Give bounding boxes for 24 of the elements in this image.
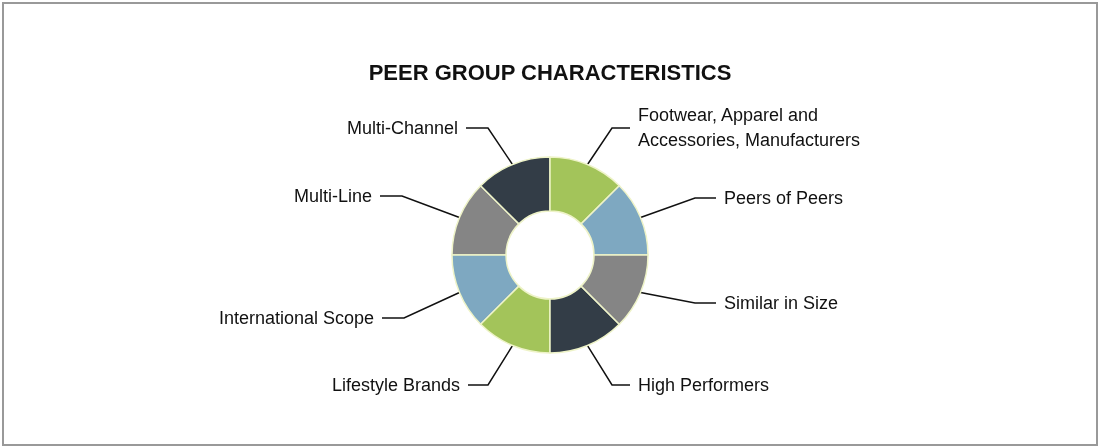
- characteristic-label: Multi-Line: [293, 184, 372, 209]
- donut-segment: [451, 184, 520, 256]
- characteristic-label: International Scope: [218, 306, 374, 331]
- leader-line: [639, 197, 717, 219]
- donut-segment: [479, 156, 551, 225]
- donut-segment: [479, 285, 551, 354]
- leader-line: [379, 195, 461, 219]
- leader-line: [586, 127, 631, 166]
- diagram-title: PEER GROUP CHARACTERISTICS: [367, 60, 733, 86]
- donut-segment: [451, 254, 520, 326]
- characteristic-label: Footwear, Apparel and Accessories, Manufacturers: [638, 103, 918, 153]
- characteristic-label: Lifestyle Brands: [331, 373, 460, 398]
- donut-segment: [580, 184, 649, 256]
- characteristic-label: Multi-Channel: [346, 116, 458, 141]
- leader-line: [586, 344, 631, 386]
- donut-segment: [549, 156, 621, 225]
- leader-line: [467, 344, 514, 386]
- characteristic-label: High Performers: [638, 373, 770, 398]
- leader-line: [465, 127, 514, 166]
- characteristic-label: Similar in Size: [724, 291, 839, 316]
- donut-segment: [549, 285, 621, 354]
- characteristic-label: Peers of Peers: [724, 186, 844, 211]
- donut-segment: [580, 254, 649, 326]
- leader-line: [381, 291, 461, 319]
